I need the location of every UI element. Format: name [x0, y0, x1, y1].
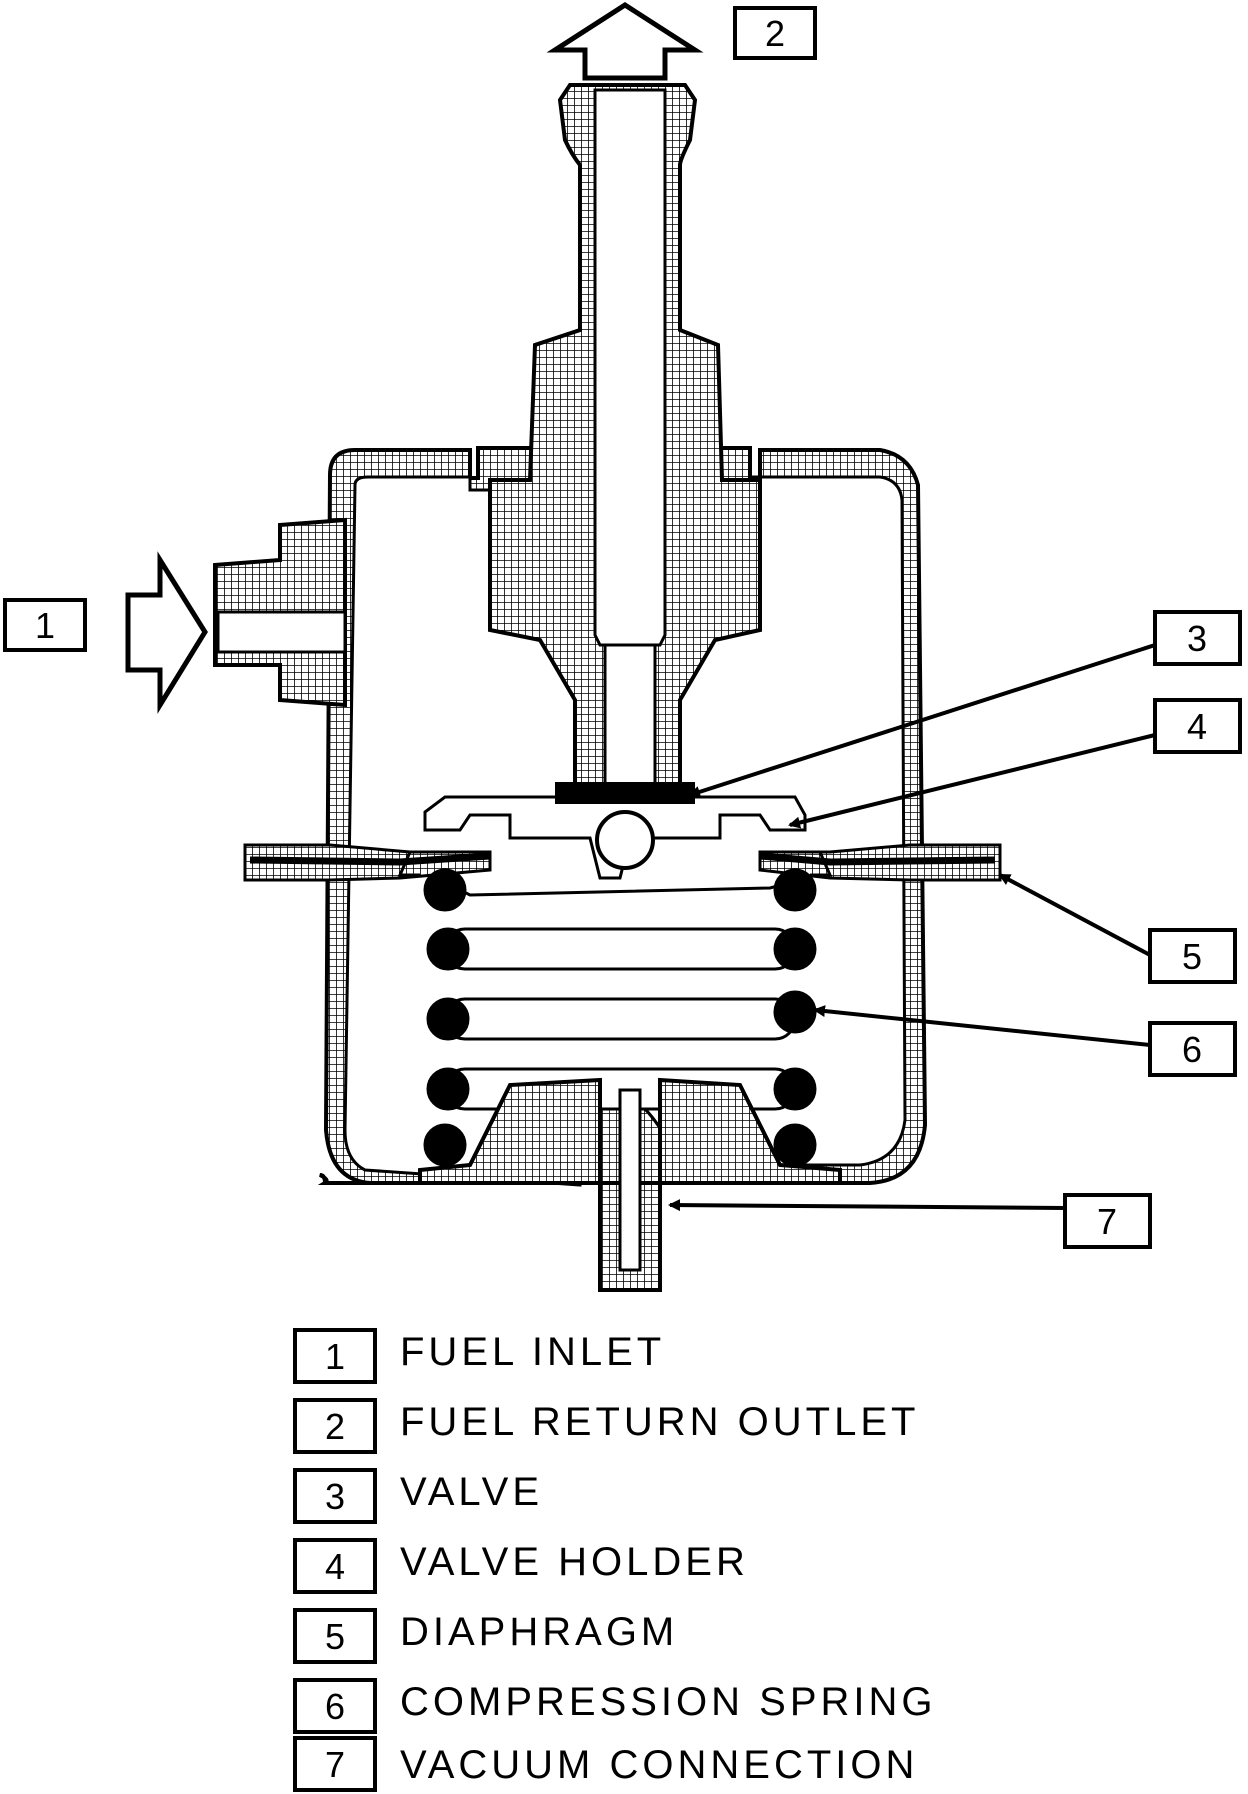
legend-item-1: 1 FUEL INLET — [293, 1328, 665, 1384]
legend-label: VALVE HOLDER — [400, 1540, 749, 1584]
svg-text:1: 1 — [35, 605, 55, 646]
fuel-return-flow-arrow — [546, 2, 704, 81]
leader-line-6 — [813, 1005, 1151, 1047]
legend: 1 FUEL INLET 2 FUEL RETURN OUTLET 3 VALV… — [293, 1328, 937, 1792]
callout-box-3: 3 — [1153, 610, 1242, 666]
diaphragm — [243, 843, 1002, 882]
legend-item-7: 7 VACUUM CONNECTION — [293, 1736, 918, 1792]
fuel-inlet-boss — [213, 517, 347, 708]
svg-text:4: 4 — [1187, 706, 1207, 747]
callouts: 1 2 3 4 5 6 7 — [3, 6, 1242, 1249]
legend-label: FUEL INLET — [400, 1330, 665, 1374]
legend-number: 6 — [325, 1686, 345, 1727]
legend-label: DIAPHRAGM — [400, 1610, 678, 1654]
legend-number: 7 — [325, 1744, 345, 1785]
legend-number: 5 — [325, 1616, 345, 1657]
legend-item-6: 6 COMPRESSION SPRING — [293, 1678, 937, 1734]
legend-label: COMPRESSION SPRING — [400, 1680, 937, 1724]
legend-label: FUEL RETURN OUTLET — [400, 1400, 919, 1444]
fuel-inlet-flow-arrow — [125, 551, 208, 714]
svg-text:2: 2 — [765, 13, 785, 54]
callout-box-5: 5 — [1148, 928, 1237, 984]
leader-line-3 — [688, 643, 1156, 798]
legend-label: VACUUM CONNECTION — [400, 1743, 918, 1787]
legend-item-4: 4 VALVE HOLDER — [293, 1538, 749, 1594]
svg-text:7: 7 — [1097, 1201, 1117, 1242]
callout-box-2: 2 — [733, 6, 817, 60]
callout-box-7: 7 — [1063, 1193, 1152, 1249]
vacuum-connection — [418, 1077, 842, 1292]
legend-number: 2 — [325, 1406, 345, 1447]
leader-line-4 — [788, 733, 1156, 829]
leader-line-5 — [998, 873, 1151, 957]
svg-text:3: 3 — [1187, 618, 1207, 659]
callout-box-4: 4 — [1153, 698, 1242, 754]
valve-ball — [595, 810, 655, 870]
legend-item-3: 3 VALVE — [293, 1468, 543, 1524]
legend-item-2: 2 FUEL RETURN OUTLET — [293, 1398, 919, 1454]
legend-label: VALVE — [400, 1470, 543, 1514]
legend-number: 4 — [325, 1546, 345, 1587]
callout-box-6: 6 — [1148, 1021, 1237, 1077]
callout-box-1: 1 — [3, 598, 87, 652]
fuel-return-outlet-tube — [488, 83, 762, 792]
legend-item-5: 5 DIAPHRAGM — [293, 1608, 678, 1664]
svg-text:6: 6 — [1182, 1029, 1202, 1070]
leader-lines — [668, 643, 1156, 1212]
svg-text:5: 5 — [1182, 936, 1202, 977]
leader-line-7 — [668, 1199, 1066, 1212]
legend-number: 3 — [325, 1476, 345, 1517]
legend-number: 1 — [325, 1336, 345, 1377]
